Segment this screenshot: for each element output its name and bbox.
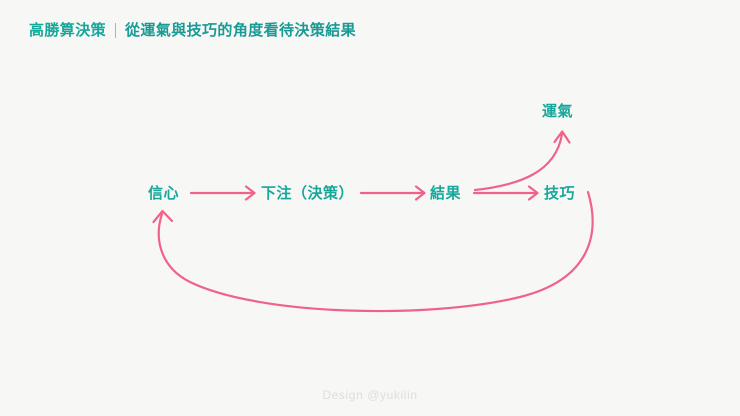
page-title: 高勝算決策 從運氣與技巧的角度看待決策結果 — [29, 23, 356, 38]
arrow-bet-to-result — [359, 185, 426, 201]
node-skill: 技巧 — [544, 185, 576, 202]
node-result: 結果 — [430, 185, 462, 202]
node-luck: 運氣 — [542, 103, 574, 120]
title-separator — [115, 23, 117, 38]
arrow-result-to-skill — [472, 185, 539, 201]
title-subtitle: 從運氣與技巧的角度看待決策結果 — [125, 22, 357, 39]
arrow-belief-to-bet — [189, 185, 256, 201]
node-belief: 信心 — [148, 185, 180, 202]
node-bet: 下注（決策） — [261, 185, 355, 202]
footer-credit: Design @yukilin — [322, 388, 418, 402]
title-main: 高勝算決策 — [29, 22, 107, 39]
arrow-skill-to-belief-loop — [152, 190, 594, 313]
arrow-result-to-luck — [473, 130, 571, 192]
